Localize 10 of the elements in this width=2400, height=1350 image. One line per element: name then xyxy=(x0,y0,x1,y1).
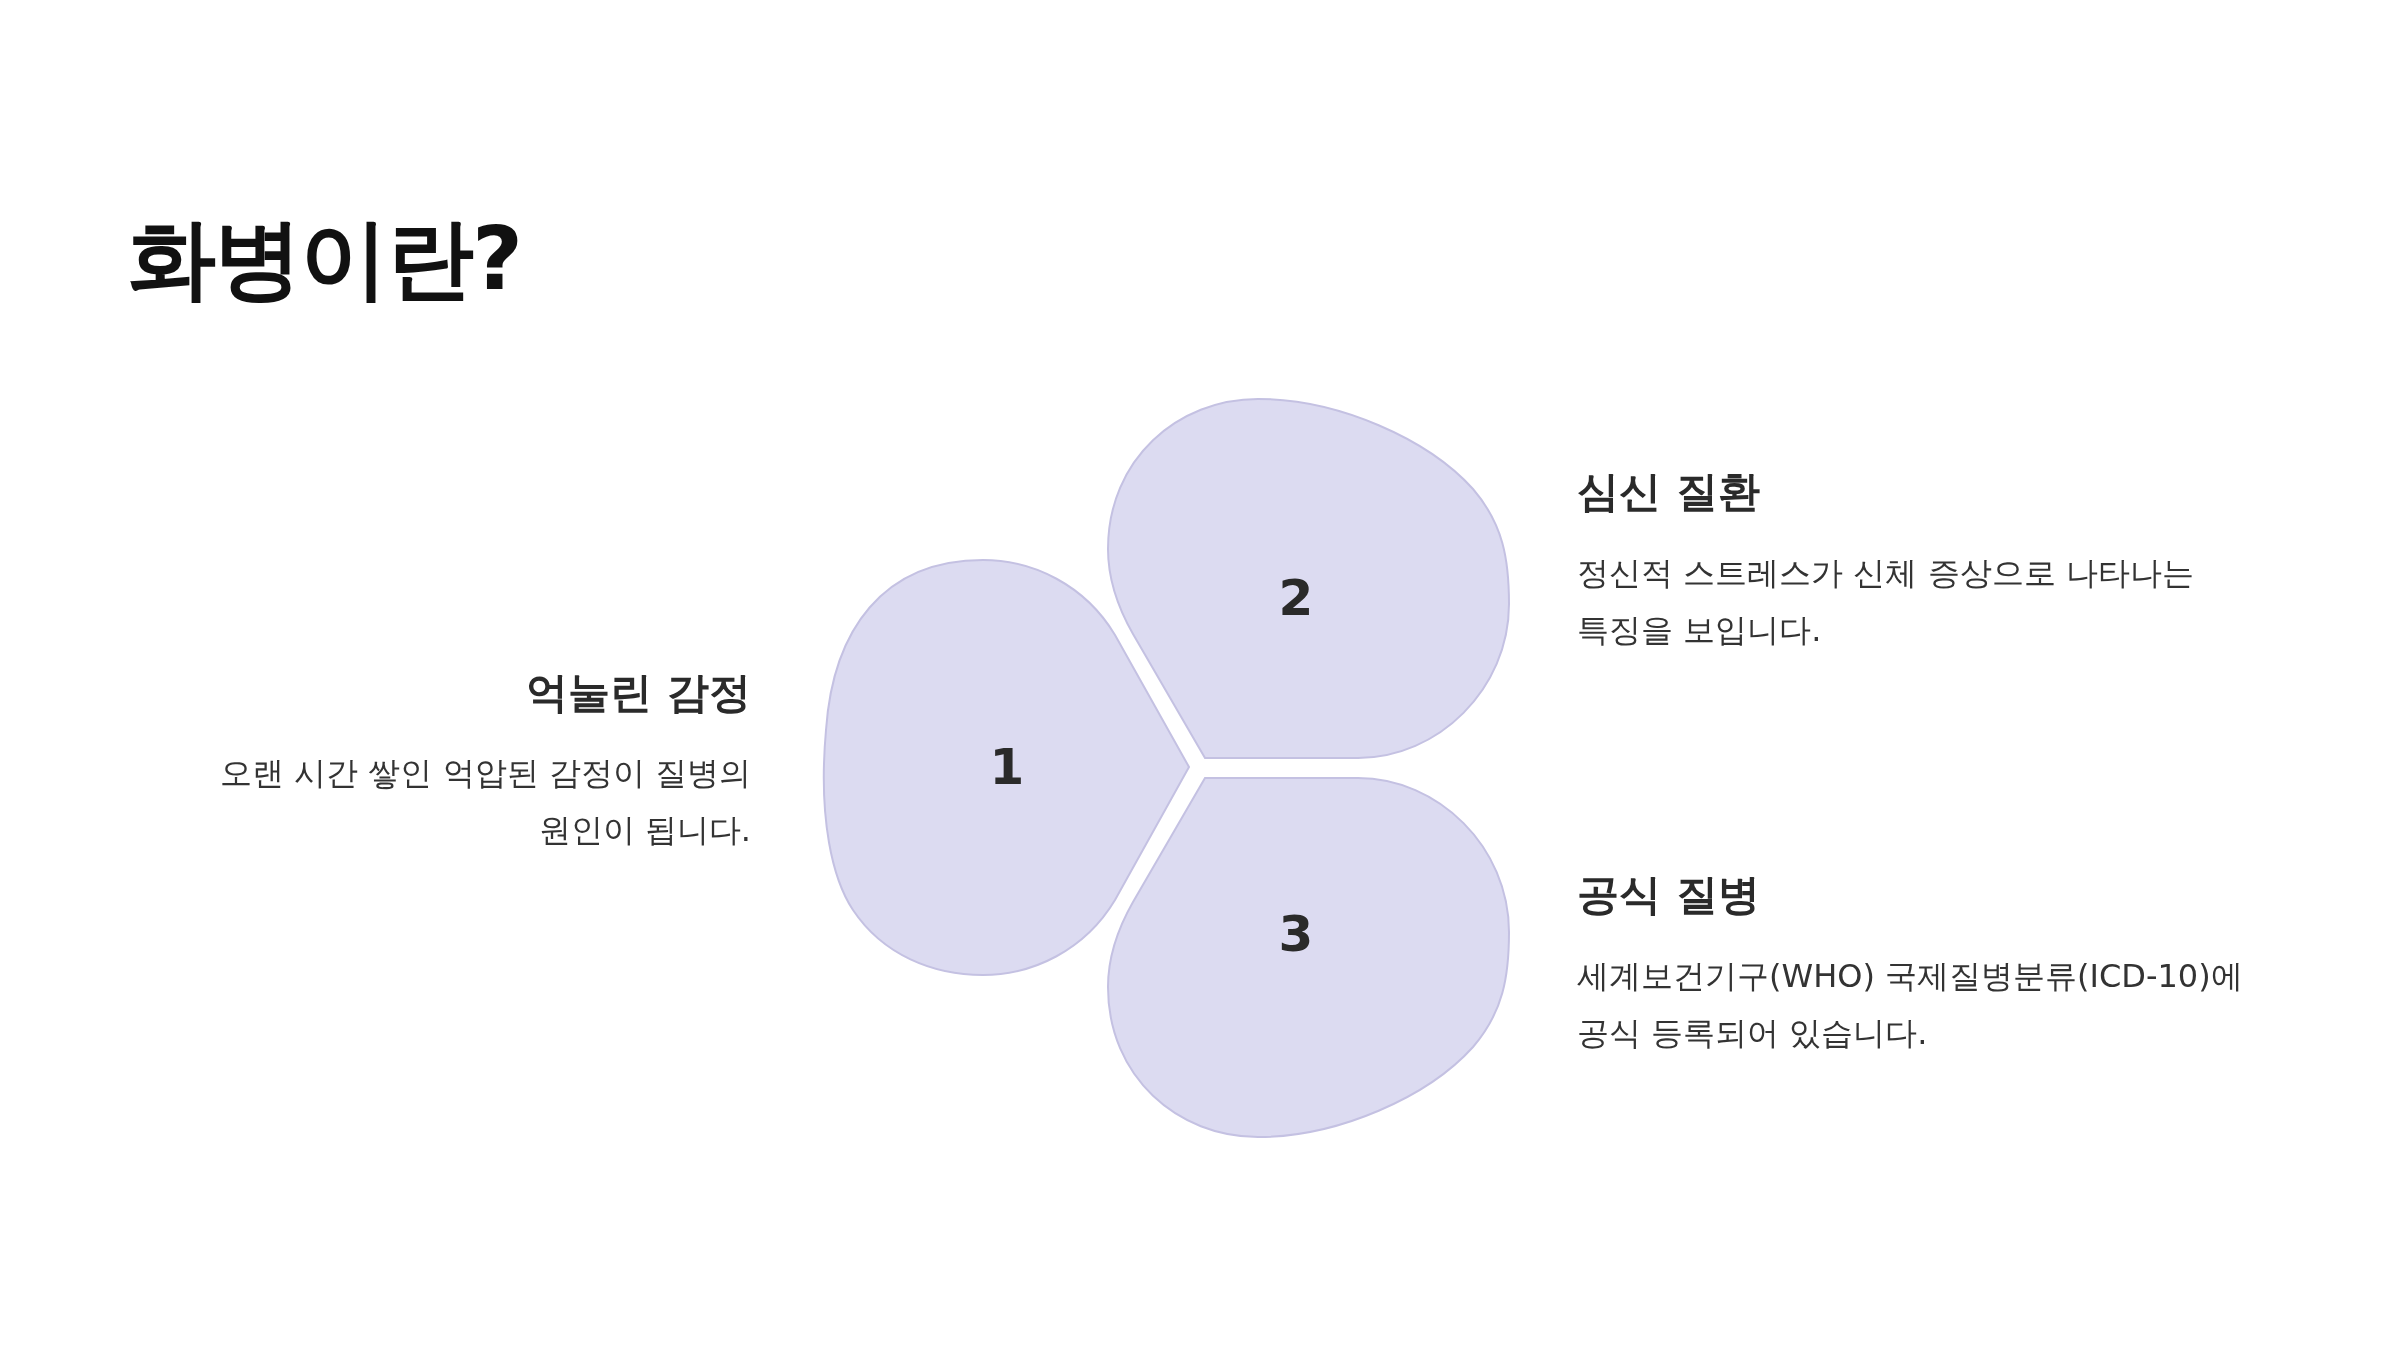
step-number: 2 xyxy=(1278,573,1314,623)
step-number: 1 xyxy=(989,742,1025,792)
step-number: 3 xyxy=(1278,909,1314,959)
section-heading: 억눌린 감정 xyxy=(526,668,751,719)
section-heading: 공식 질병 xyxy=(1577,870,1760,921)
description-text: 오랜 시간 쌓인 억압된 감정이 질병의 원인이 됩니다. xyxy=(219,753,751,851)
description-text: 정신적 스트레스가 신체 증상으로 나타나는 특징을 보입니다. xyxy=(1577,553,2195,651)
section-heading: 심신 질환 xyxy=(1577,467,1760,518)
description-text: 세계보건기구(WHO) 국제질병분류(ICD-10)에 공식 등록되어 있습니다. xyxy=(1577,956,2244,1054)
title: 화병이란? xyxy=(128,206,522,312)
